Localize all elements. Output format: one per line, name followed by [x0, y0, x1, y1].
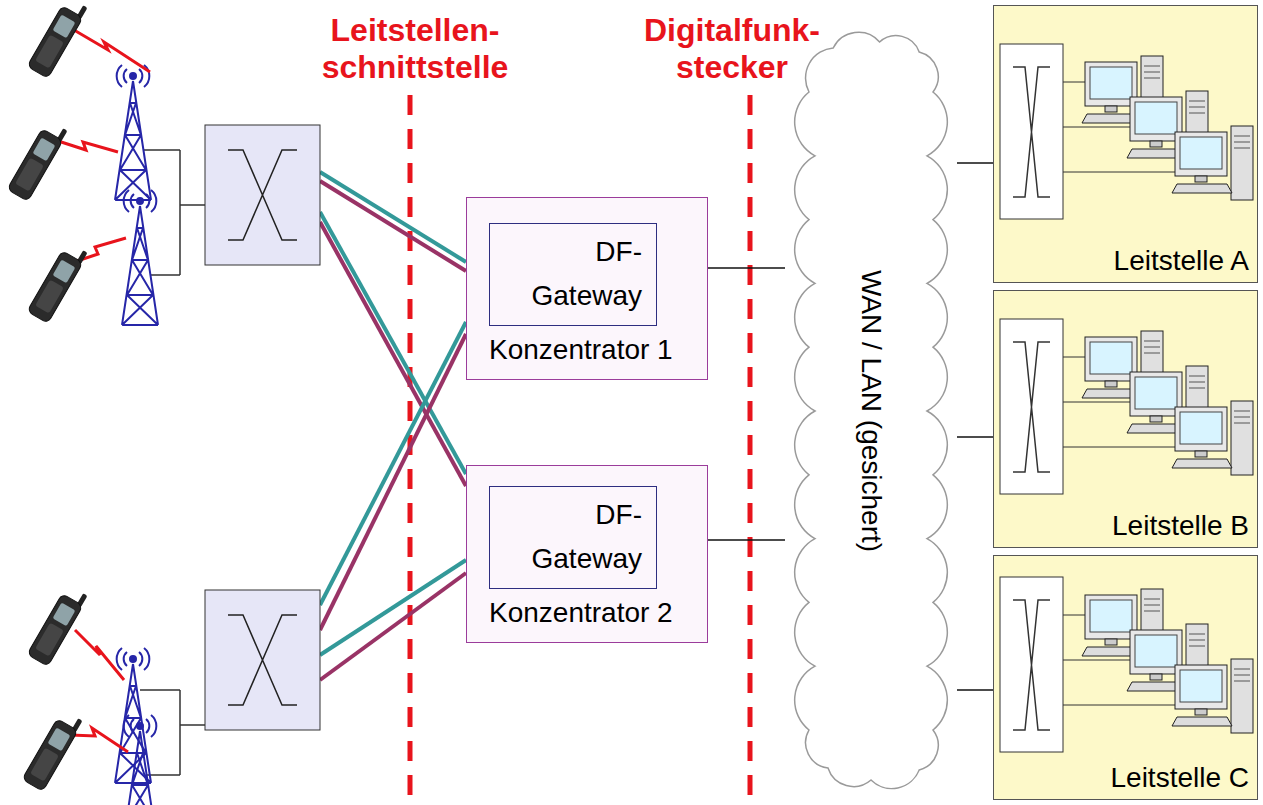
- handset: [27, 0, 88, 78]
- control-room-box: Leitstelle C: [993, 555, 1258, 800]
- network-link: [957, 689, 993, 691]
- workstations: [1000, 44, 1253, 219]
- control-room-ground: [993, 5, 1258, 283]
- control-room-box: Leitstelle B: [993, 290, 1258, 548]
- network-link: [957, 436, 993, 438]
- workstations: [1000, 319, 1253, 494]
- box-label: Leitstelle A: [1114, 244, 1249, 278]
- box-label: Leitstelle B: [1112, 509, 1249, 543]
- control-room-box: Leitstelle A: [993, 5, 1258, 283]
- cloud-shape: [795, 32, 948, 788]
- interface-label: Digitalfunk- stecker: [612, 12, 852, 86]
- switch-box: [205, 125, 320, 265]
- switch-box: [205, 590, 320, 730]
- workstations: [1000, 577, 1253, 752]
- radio-link: [55, 30, 150, 752]
- radio-tower: [122, 715, 158, 805]
- concentrator-box: Konzentrator 2 DF- Gateway: [466, 465, 708, 643]
- gateway-box: DF- Gateway: [489, 486, 657, 589]
- box-label: Konzentrator 2: [489, 596, 673, 630]
- interface-line: [748, 95, 753, 805]
- radio-tower: [122, 190, 158, 325]
- handset: [27, 241, 88, 323]
- radio-tower: [115, 65, 151, 200]
- handset: [27, 584, 88, 666]
- switch-symbol: [228, 615, 297, 705]
- concentrator-box: Konzentrator 1 DF- Gateway: [466, 197, 708, 380]
- box-label: Leitstelle C: [1110, 761, 1249, 795]
- handset: [7, 119, 68, 201]
- network-link: [708, 539, 785, 541]
- gateway-box: DF- Gateway: [489, 223, 657, 326]
- gateway-label: DF- Gateway: [512, 230, 642, 318]
- network-link: [957, 162, 993, 164]
- handset: [22, 709, 83, 791]
- switch-symbol: [228, 150, 297, 240]
- interface-label: Leitstellen- schnittstelle: [295, 12, 535, 86]
- tower-wiring: [140, 690, 205, 775]
- network-label: WAN / LAN (gesichert): [854, 270, 888, 552]
- tower-wiring: [143, 150, 205, 275]
- network-link: [708, 267, 785, 269]
- trunk-lines: [320, 172, 466, 680]
- control-room-ground: [993, 555, 1258, 800]
- box-label: Konzentrator 1: [489, 333, 673, 367]
- gateway-label: DF- Gateway: [512, 493, 642, 581]
- network-cloud: WAN / LAN (gesichert): [785, 22, 957, 800]
- control-room-ground: [993, 290, 1258, 548]
